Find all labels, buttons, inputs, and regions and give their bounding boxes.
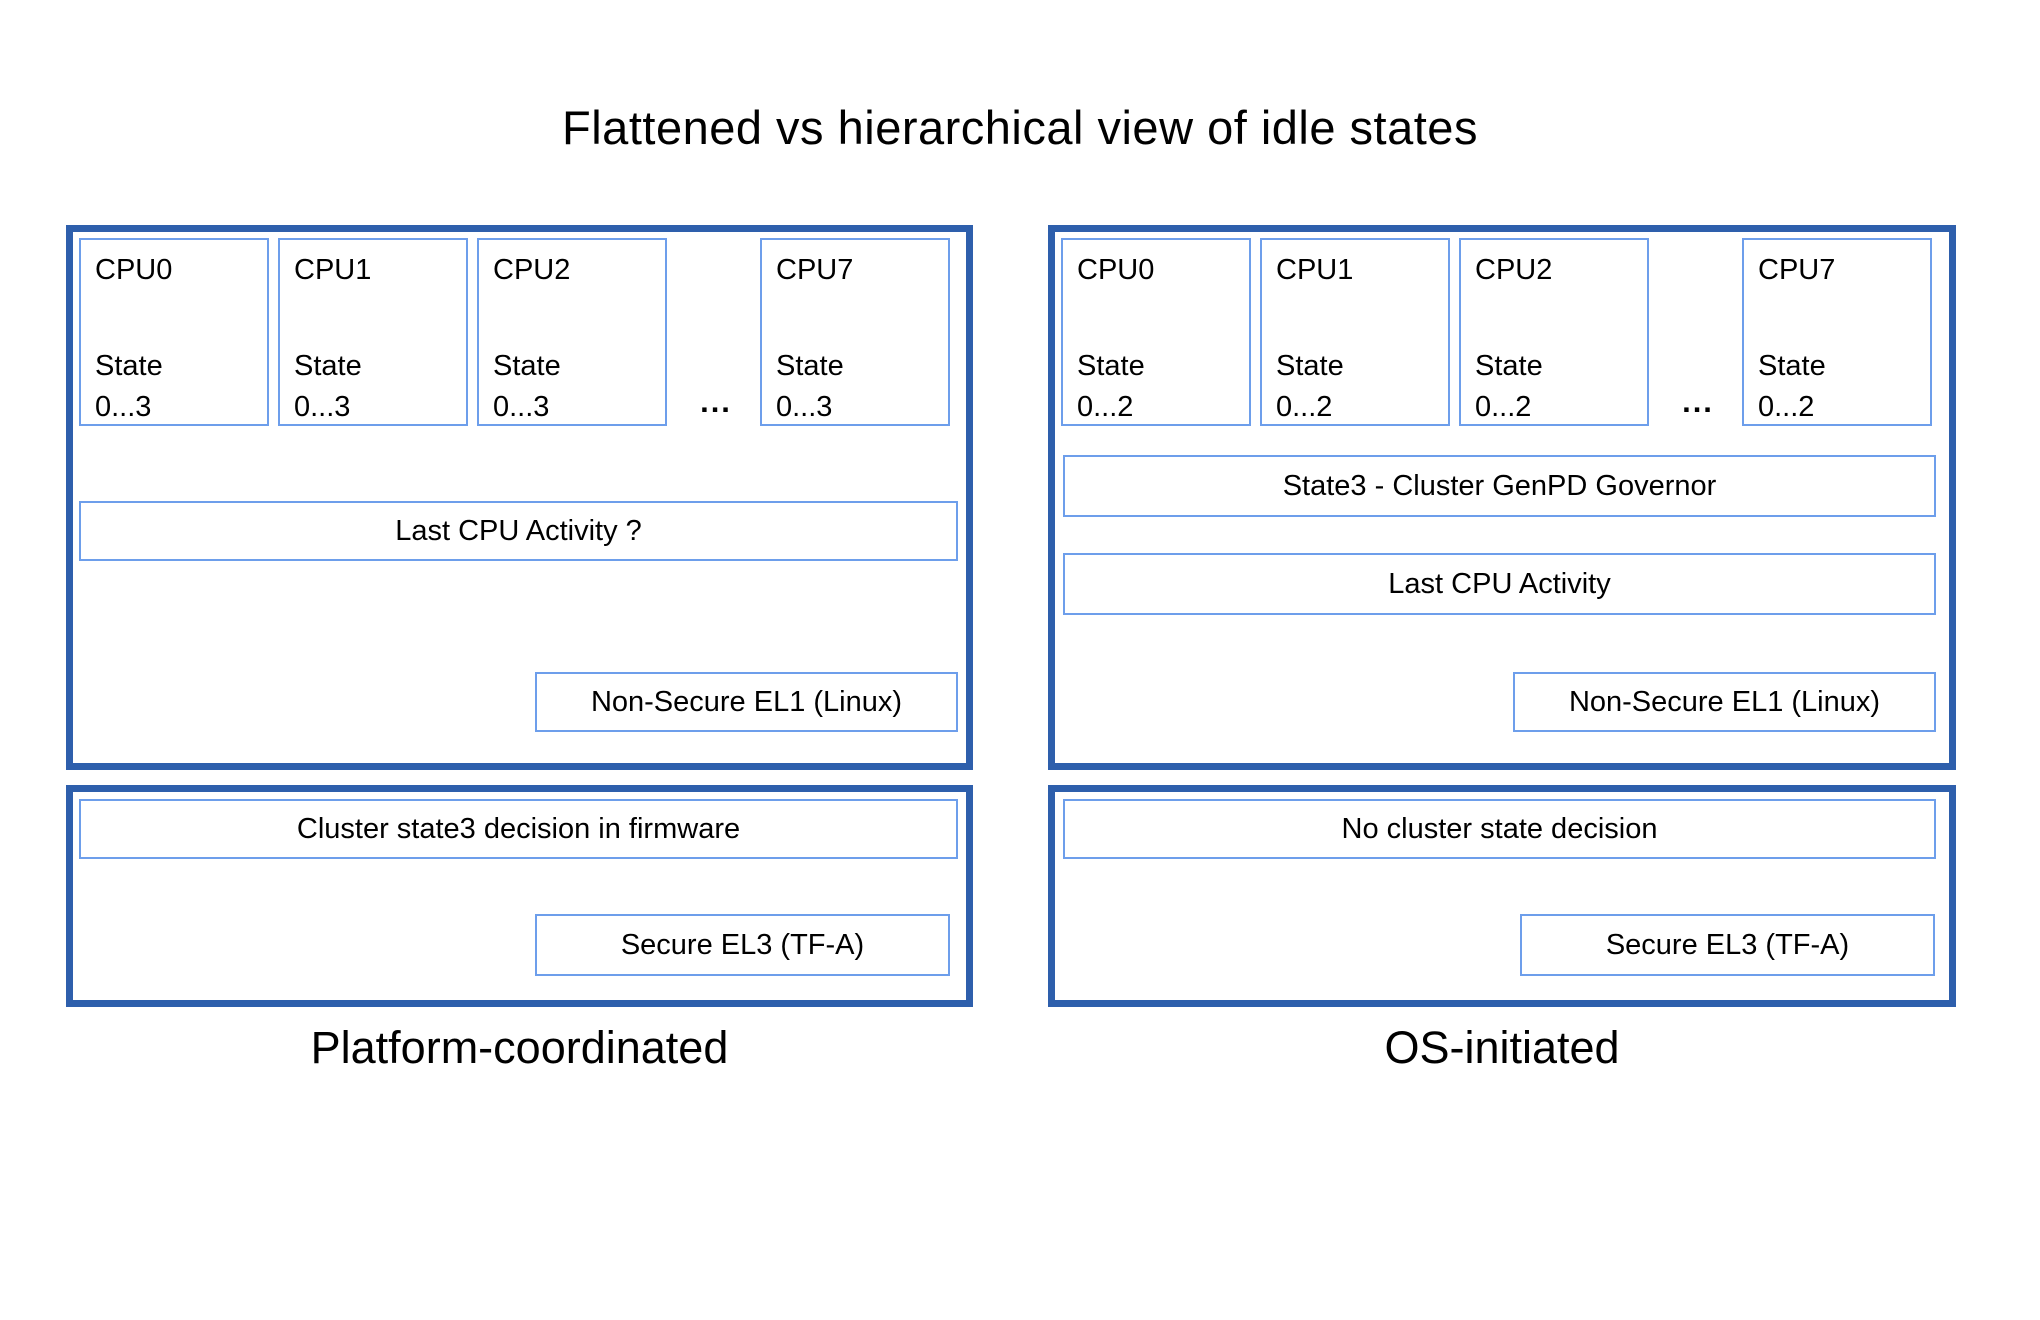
cpu-box-left-1: CPU1 State 0...3 — [278, 238, 468, 426]
cpu-state-label: State — [294, 350, 362, 382]
cpu-state: State 0...2 — [1276, 346, 1344, 428]
cpu-state: State 0...2 — [1077, 346, 1145, 428]
cpu-state-range: 0...2 — [1758, 391, 1815, 423]
cpu-state-label: State — [1758, 350, 1826, 382]
non-secure-el1-box: Non-Secure EL1 (Linux) — [535, 672, 958, 732]
cpu-state: State 0...3 — [294, 346, 362, 428]
cpu-state-range: 0...2 — [1276, 391, 1333, 423]
cpu-name: CPU2 — [1475, 254, 1553, 286]
cpu-state-range: 0...3 — [776, 391, 833, 423]
cpu-state: State 0...3 — [493, 346, 561, 428]
cpu-state-range: 0...2 — [1077, 391, 1134, 423]
cpu-box-left-0: CPU0 State 0...3 — [79, 238, 269, 426]
cluster-genpd-governor-box: State3 - Cluster GenPD Governor — [1063, 455, 1936, 517]
cpu-state-label: State — [1276, 350, 1344, 382]
cpu-state-label: State — [1077, 350, 1145, 382]
panel-flattened-el1: CPU0 State 0...3 CPU1 State 0...3 CPU2 S… — [66, 225, 973, 770]
panel-flattened-el3: Cluster state3 decision in firmware Secu… — [66, 785, 973, 1007]
cpu-state: State 0...3 — [776, 346, 844, 428]
page-title: Flattened vs hierarchical view of idle s… — [562, 101, 1478, 154]
last-cpu-activity-box: Last CPU Activity ? — [79, 501, 958, 561]
cpu-box-right-1: CPU1 State 0...2 — [1260, 238, 1450, 426]
non-secure-el1-box: Non-Secure EL1 (Linux) — [1513, 672, 1936, 732]
cpu-state: State 0...2 — [1758, 346, 1826, 428]
cpu-name: CPU0 — [95, 254, 173, 286]
cpu-box-right-0: CPU0 State 0...2 — [1061, 238, 1251, 426]
cpu-name: CPU1 — [294, 254, 372, 286]
caption-platform-coordinated: Platform-coordinated — [310, 1022, 729, 1073]
cpu-state-label: State — [95, 350, 163, 382]
cpu-state-range: 0...2 — [1475, 391, 1532, 423]
cpu-name: CPU1 — [1276, 254, 1354, 286]
last-cpu-activity-box: Last CPU Activity — [1063, 553, 1936, 615]
cpu-name: CPU7 — [1758, 254, 1836, 286]
cluster-decision-box: No cluster state decision — [1063, 799, 1936, 859]
cpu-name: CPU2 — [493, 254, 571, 286]
cpu-box-left-7: CPU7 State 0...3 — [760, 238, 950, 426]
cpu-state-label: State — [493, 350, 561, 382]
cpu-state: State 0...2 — [1475, 346, 1543, 428]
cpu-box-right-7: CPU7 State 0...2 — [1742, 238, 1932, 426]
cpu-box-left-2: CPU2 State 0...3 — [477, 238, 667, 426]
cpu-state-label: State — [776, 350, 844, 382]
secure-el3-box: Secure EL3 (TF-A) — [535, 914, 950, 976]
panel-hierarchical-el1: CPU0 State 0...2 CPU1 State 0...2 CPU2 S… — [1048, 225, 1956, 770]
cpu-ellipsis: ... — [1682, 384, 1714, 419]
cluster-decision-box: Cluster state3 decision in firmware — [79, 799, 958, 859]
secure-el3-box: Secure EL3 (TF-A) — [1520, 914, 1935, 976]
cpu-box-right-2: CPU2 State 0...2 — [1459, 238, 1649, 426]
cpu-state-range: 0...3 — [95, 391, 152, 423]
cpu-name: CPU0 — [1077, 254, 1155, 286]
cpu-name: CPU7 — [776, 254, 854, 286]
panel-hierarchical-el3: No cluster state decision Secure EL3 (TF… — [1048, 785, 1956, 1007]
cpu-state-label: State — [1475, 350, 1543, 382]
cpu-state-range: 0...3 — [294, 391, 351, 423]
cpu-state-range: 0...3 — [493, 391, 550, 423]
cpu-state: State 0...3 — [95, 346, 163, 428]
cpu-ellipsis: ... — [700, 384, 732, 419]
caption-os-initiated: OS-initiated — [1384, 1022, 1620, 1073]
